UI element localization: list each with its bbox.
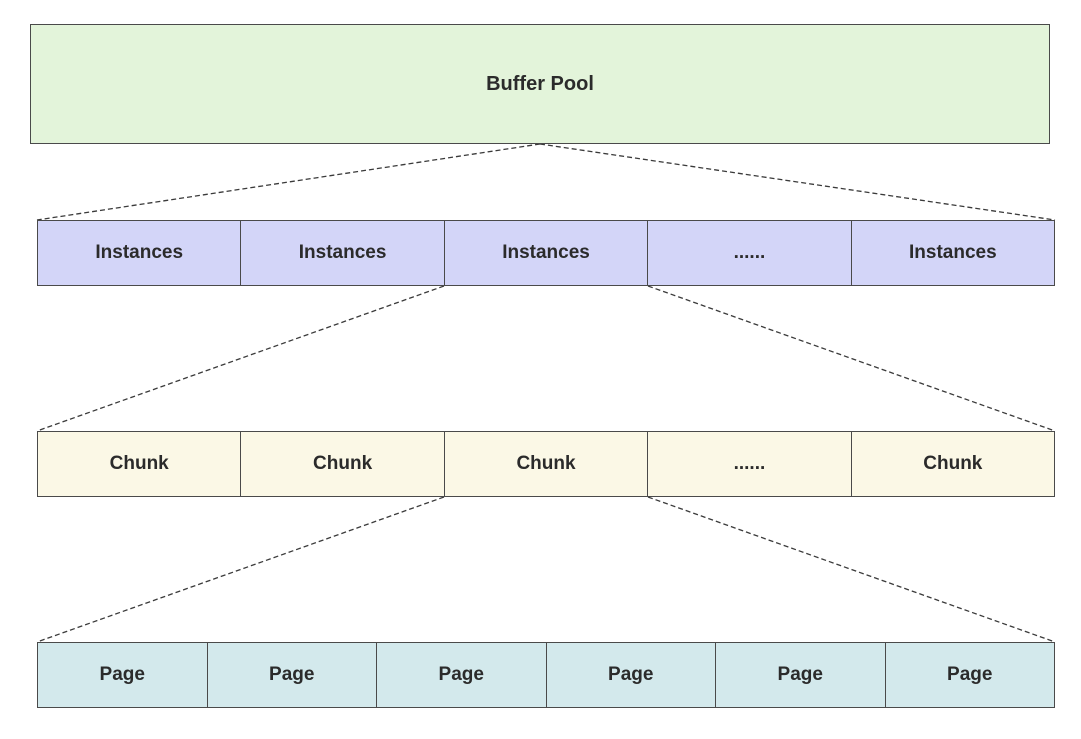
page-row: Page Page Page Page Page Page xyxy=(37,642,1055,708)
connector-chunk-to-pages-right xyxy=(647,496,1056,643)
connector-pool-to-instances-right xyxy=(539,143,1056,221)
connector-pool-to-instances-left xyxy=(36,143,541,221)
page-cell: Page xyxy=(947,664,993,685)
buffer-pool-box: Buffer Pool xyxy=(30,24,1050,144)
instance-cell: Instances xyxy=(241,221,445,285)
instance-ellipsis-cell: ...... xyxy=(648,221,852,285)
instance-cell: Instances xyxy=(38,221,242,285)
page-cell: Page xyxy=(716,643,886,707)
instance-cell: Instances xyxy=(445,221,649,285)
chunk-cell: Chunk xyxy=(241,432,445,496)
buffer-pool-label: Buffer Pool xyxy=(486,72,594,95)
page-cell: Page xyxy=(38,643,208,707)
chunk-row: Chunk Chunk Chunk ...... Chunk xyxy=(37,431,1055,497)
page-cell: Page xyxy=(547,643,716,707)
connector-instance-to-chunks-right xyxy=(647,285,1056,432)
chunk-cell: Chunk xyxy=(38,432,242,496)
chunk-cell: Chunk xyxy=(445,432,649,496)
page-cell: Page xyxy=(377,643,547,707)
connector-instance-to-chunks-left xyxy=(36,285,445,432)
chunk-cell: Chunk xyxy=(923,453,983,474)
chunk-ellipsis-cell: ...... xyxy=(648,432,852,496)
instances-row: Instances Instances Instances ...... Ins… xyxy=(37,220,1055,286)
instance-cell: Instances xyxy=(909,242,997,263)
connector-chunk-to-pages-left xyxy=(36,496,445,643)
page-cell: Page xyxy=(208,643,377,707)
